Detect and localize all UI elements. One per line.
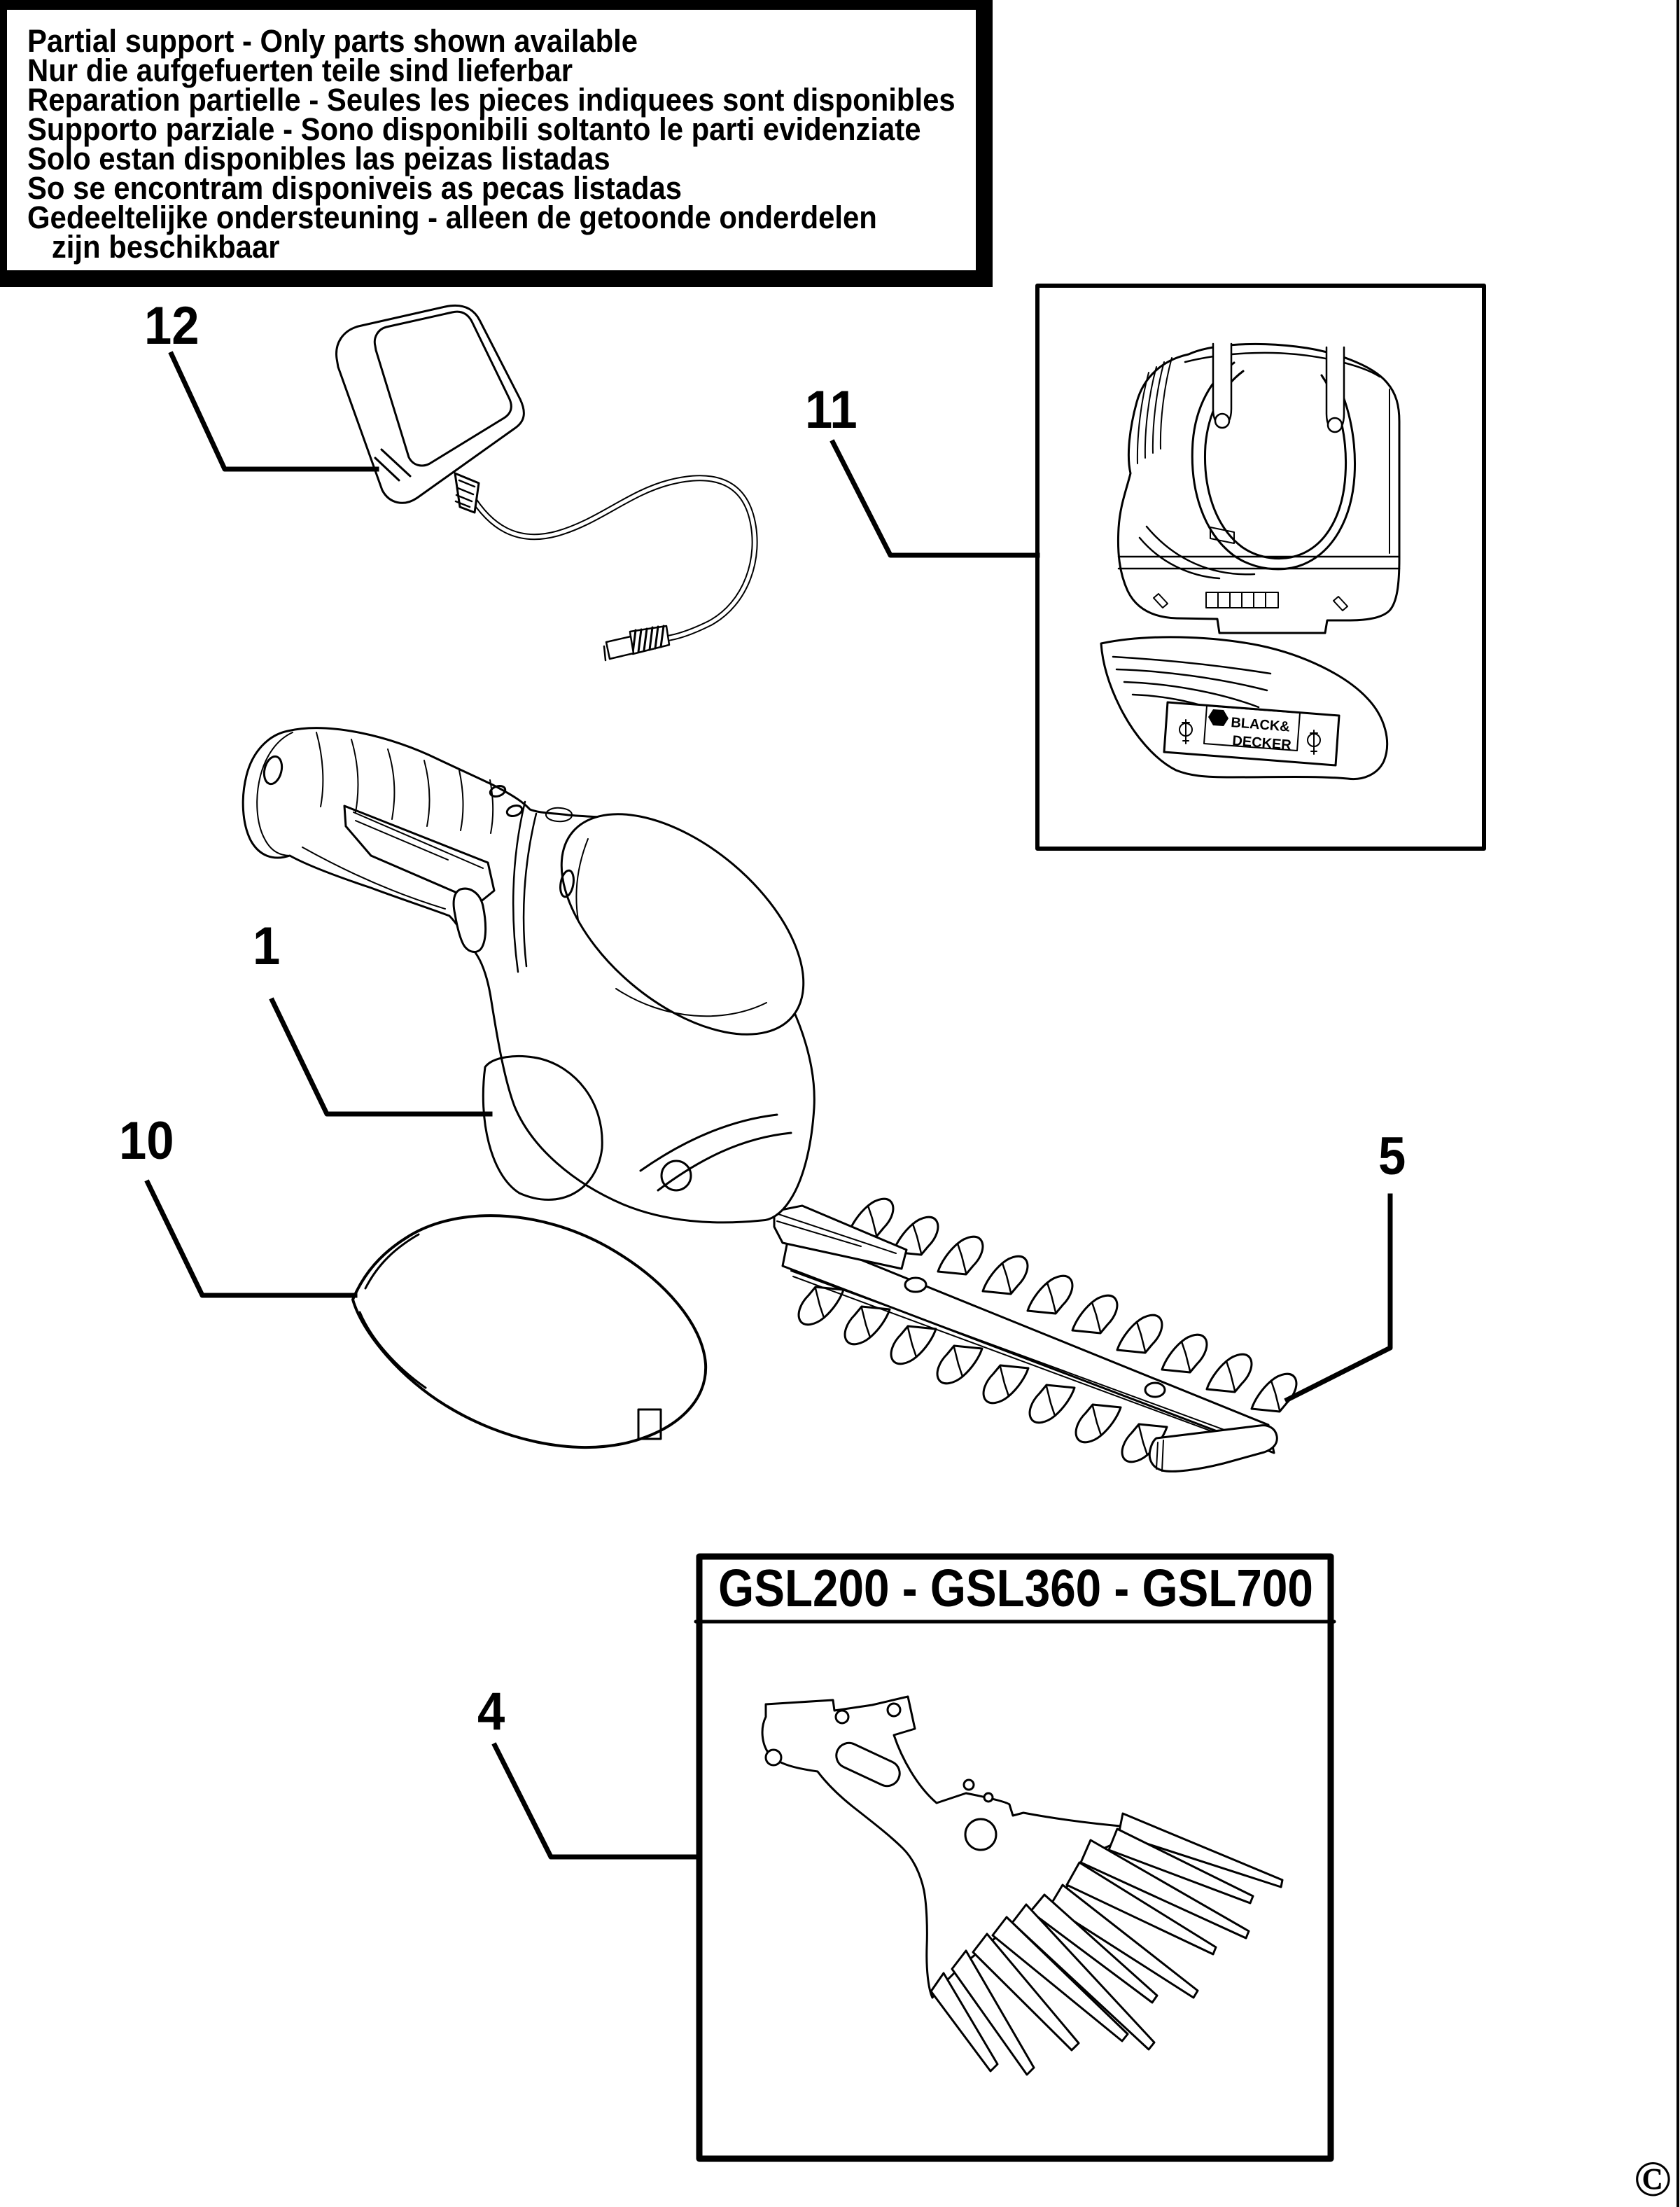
svg-text:11: 11 bbox=[805, 380, 858, 440]
svg-text:5: 5 bbox=[1378, 1127, 1406, 1186]
svg-text:©: © bbox=[1634, 2151, 1672, 2207]
svg-text:GSL200 - GSL360 - GSL700: GSL200 - GSL360 - GSL700 bbox=[718, 1559, 1313, 1617]
svg-text:4: 4 bbox=[477, 1682, 505, 1741]
svg-text:1: 1 bbox=[253, 917, 280, 976]
svg-text:12: 12 bbox=[144, 296, 200, 356]
svg-text:10: 10 bbox=[119, 1111, 174, 1171]
